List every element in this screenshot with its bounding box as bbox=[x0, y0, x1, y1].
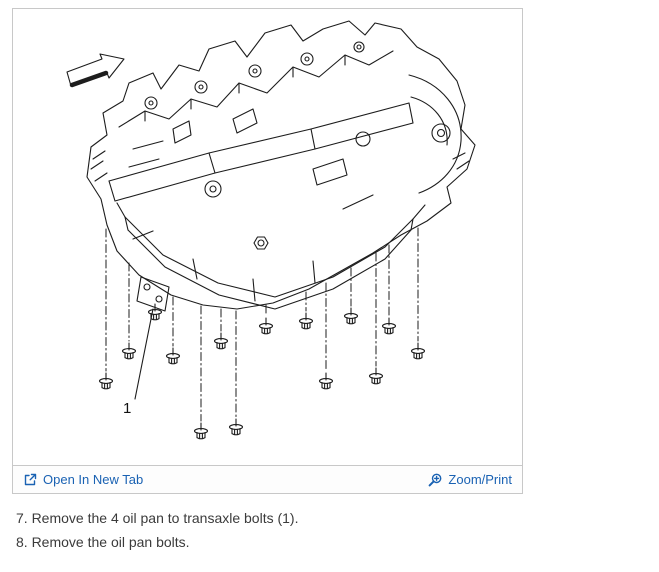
oil-pan-bolt bbox=[228, 418, 244, 436]
engine-oil-pan-diagram: 1 bbox=[13, 9, 522, 465]
callout-1-label: 1 bbox=[123, 400, 131, 417]
instruction-steps: 7. Remove the 4 oil pan to transaxle bol… bbox=[16, 506, 298, 554]
engine-line-art: 1 bbox=[66, 20, 476, 440]
instruction-step-7: 7. Remove the 4 oil pan to transaxle bol… bbox=[16, 510, 299, 526]
open-in-new-tab-link[interactable]: Open In New Tab bbox=[23, 472, 143, 487]
oil-pan-bolt bbox=[213, 332, 229, 350]
zoom-magnifier-icon bbox=[429, 473, 442, 486]
oil-pan-art bbox=[116, 202, 426, 312]
oil-pan-bolt bbox=[98, 372, 114, 390]
oil-pan-bolt bbox=[193, 422, 209, 440]
diagram-viewer: 1 Open In New Tab Zoom/Print bbox=[12, 8, 523, 494]
open-in-new-tab-label: Open In New Tab bbox=[43, 472, 144, 487]
engine-block-art bbox=[86, 20, 476, 310]
oil-pan-bolts bbox=[98, 303, 426, 440]
callout-1-leader bbox=[134, 308, 154, 400]
zoom-print-label: Zoom/Print bbox=[448, 472, 512, 487]
instruction-step-8: 8. Remove the oil pan bolts. bbox=[16, 534, 190, 550]
oil-pan-bolt bbox=[368, 367, 384, 385]
oil-pan-bolt bbox=[165, 347, 181, 365]
direction-arrow-icon bbox=[66, 53, 125, 88]
callout-1: 1 bbox=[123, 308, 154, 417]
bolt-centerlines bbox=[105, 227, 419, 422]
oil-pan-bolt bbox=[343, 307, 359, 325]
viewer-toolbar: Open In New Tab Zoom/Print bbox=[13, 465, 522, 493]
zoom-print-link[interactable]: Zoom/Print bbox=[428, 472, 512, 487]
oil-pan-bolt bbox=[410, 342, 426, 360]
oil-pan-bolt bbox=[258, 317, 274, 335]
oil-pan-bolt bbox=[121, 342, 137, 360]
open-in-new-tab-icon bbox=[24, 473, 37, 485]
oil-pan-bolt bbox=[318, 372, 334, 390]
oil-pan-bolt bbox=[298, 312, 314, 330]
oil-pan-bolt bbox=[381, 317, 397, 335]
